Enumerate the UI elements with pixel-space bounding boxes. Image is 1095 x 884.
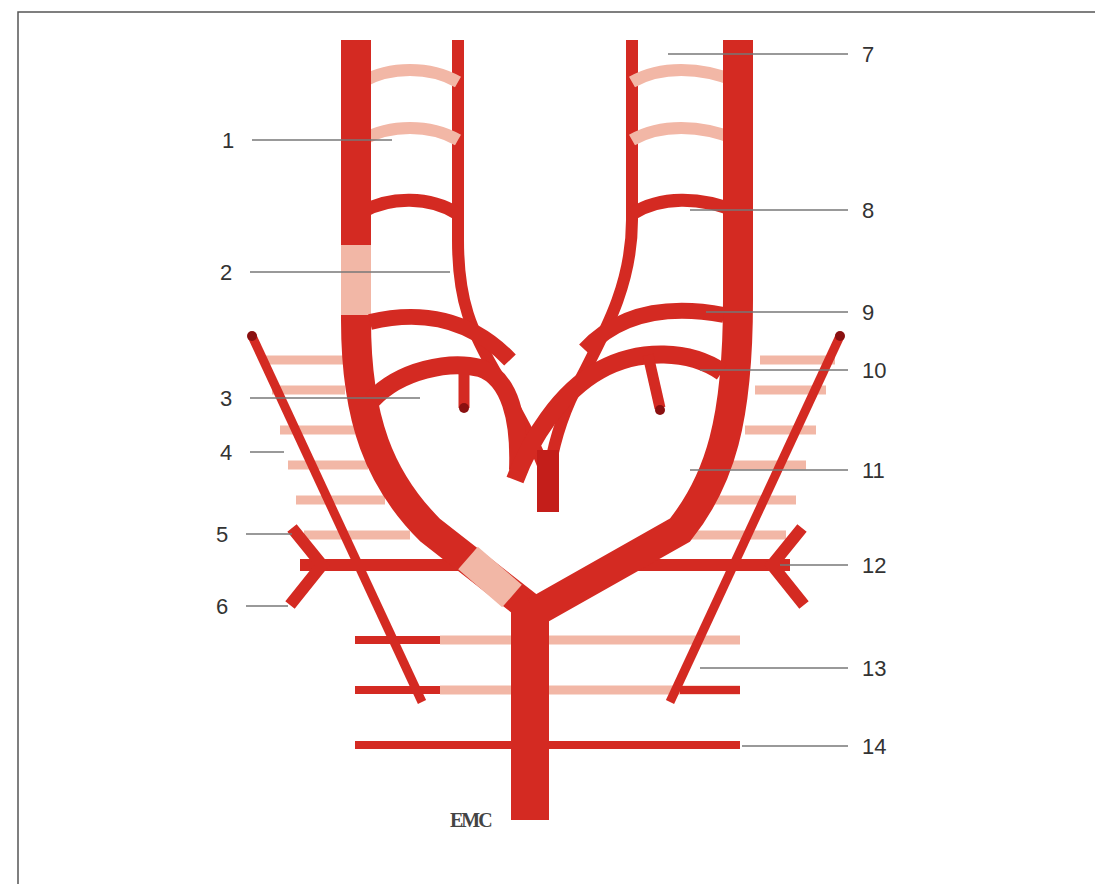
callout-number: 2 [220,262,232,284]
callout-number: 9 [862,302,874,324]
callout-number: 3 [220,388,232,410]
callout-number: 1 [222,130,234,152]
callout-number: 13 [862,658,886,680]
callout-number: 12 [862,555,886,577]
callout-number: 7 [862,44,874,66]
callout-number: 5 [216,524,228,546]
callout-number: 11 [862,460,885,482]
callout-number: 4 [220,442,232,464]
callout-number: 14 [862,736,886,758]
callout-number: 10 [862,360,886,382]
watermark: EMC [450,810,491,830]
callout-number: 8 [862,200,874,222]
callout-number: 6 [216,596,228,618]
